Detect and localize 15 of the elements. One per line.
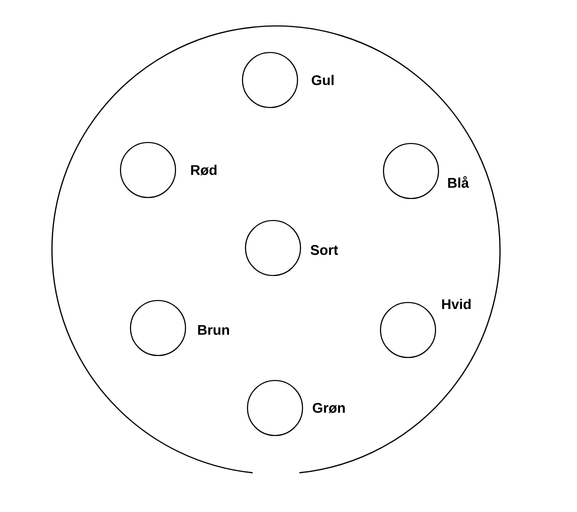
node-label: Sort [310,245,338,255]
node-label: Gul [312,74,334,86]
pin-socket: Gul [242,52,334,108]
pin-socket: Rød [120,142,216,198]
pin-socket: Brun [130,300,229,356]
pin-socket: Blå [382,142,470,200]
node-label: Grøn [312,402,345,414]
node-label: Blå [448,176,470,188]
node-label: Rød [191,164,217,176]
pin-socket: Sort [244,220,338,276]
pin-socket: Hvid [380,298,471,358]
plug-outline [52,26,500,474]
pin-socket: Grøn [246,380,345,436]
node-label: Brun [198,325,229,335]
node-label: Hvid [442,298,471,310]
